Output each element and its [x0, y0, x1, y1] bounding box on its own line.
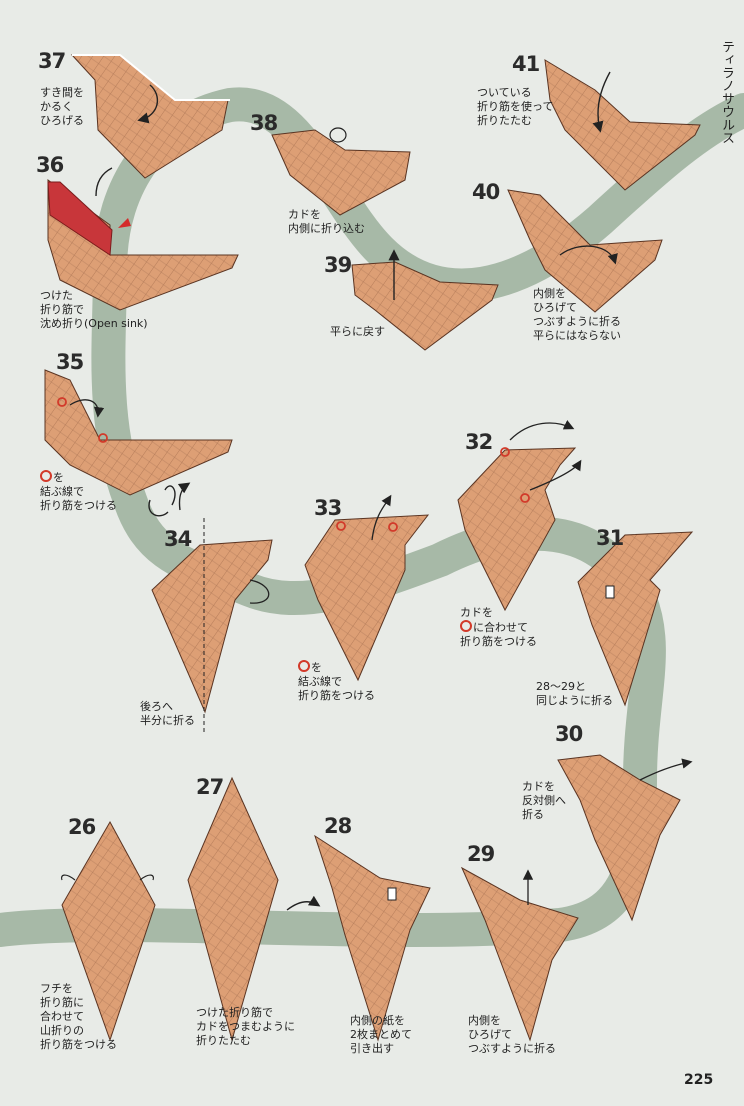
model-step-29 [460, 866, 579, 1042]
step-caption-41: ついている折り筋を使って折りたたむ [477, 86, 554, 127]
circle-marker-icon [460, 620, 472, 632]
model-step-31 [577, 531, 694, 707]
step-caption-29: 内側をひろげてつぶすように折る [468, 1014, 556, 1055]
step-number-41: 41 [512, 52, 540, 76]
step-number-35: 35 [56, 350, 84, 374]
model-step-40 [507, 189, 663, 313]
step-caption-37: すき間をかるくひろげる [40, 86, 84, 127]
step-caption-35: を結ぶ線で折り筋をつける [40, 470, 117, 512]
step-caption-31: 28～29と同じように折る [536, 680, 613, 707]
circle-marker-icon [298, 660, 310, 672]
model-step-27 [187, 776, 279, 1042]
series-title: ティラノサウルス [719, 40, 734, 144]
step-caption-34: 後ろへ半分に折る [140, 700, 195, 727]
step-number-28: 28 [324, 814, 352, 838]
model-step-33 [304, 494, 430, 682]
step-caption-27: つけた折り筋でカドをつまむように折りたたむ [196, 1006, 295, 1047]
step-number-39: 39 [324, 253, 352, 277]
step-caption-39: 平らに戻す [330, 325, 385, 338]
model-step-36 [47, 167, 239, 311]
step-number-37: 37 [38, 49, 66, 73]
model-step-28 [314, 834, 431, 1042]
step-number-40: 40 [472, 180, 500, 204]
step-caption-33: を結ぶ線で折り筋をつける [298, 660, 375, 702]
model-step-34 [151, 518, 273, 735]
step-number-34: 34 [164, 527, 192, 551]
step-number-32: 32 [465, 430, 493, 454]
model-step-41 [544, 59, 701, 191]
step-arrow [286, 895, 321, 911]
step-caption-30: カドを反対側へ折る [522, 780, 566, 821]
rotation-symbol [148, 482, 191, 517]
step-caption-32: カドをに合わせて折り筋をつける [460, 606, 537, 648]
step-number-29: 29 [467, 842, 495, 866]
model-step-26 [60, 820, 156, 1042]
circle-marker-icon [40, 470, 52, 482]
step-number-36: 36 [36, 153, 64, 177]
step-number-31: 31 [596, 526, 624, 550]
step-caption-38: カドを内側に折り込む [288, 208, 365, 235]
page-number: 225 [684, 1072, 714, 1088]
step-number-27: 27 [196, 775, 224, 799]
step-number-30: 30 [555, 722, 583, 746]
model-step-37 [70, 54, 230, 179]
model-step-39 [351, 249, 499, 351]
model-step-30 [557, 754, 693, 922]
step-number-38: 38 [250, 111, 278, 135]
model-step-32 [457, 419, 582, 612]
step-caption-40: 内側をひろげてつぶすように折る平らにはならない [533, 287, 621, 342]
step-number-26: 26 [68, 815, 96, 839]
model-step-38 [271, 127, 411, 216]
step-number-33: 33 [314, 496, 342, 520]
step-caption-26: フチを折り筋に合わせて山折りの折り筋をつける [40, 982, 117, 1051]
step-caption-36: つけた折り筋で沈め折り(Open sink) [40, 289, 148, 330]
model-step-35 [44, 369, 233, 496]
